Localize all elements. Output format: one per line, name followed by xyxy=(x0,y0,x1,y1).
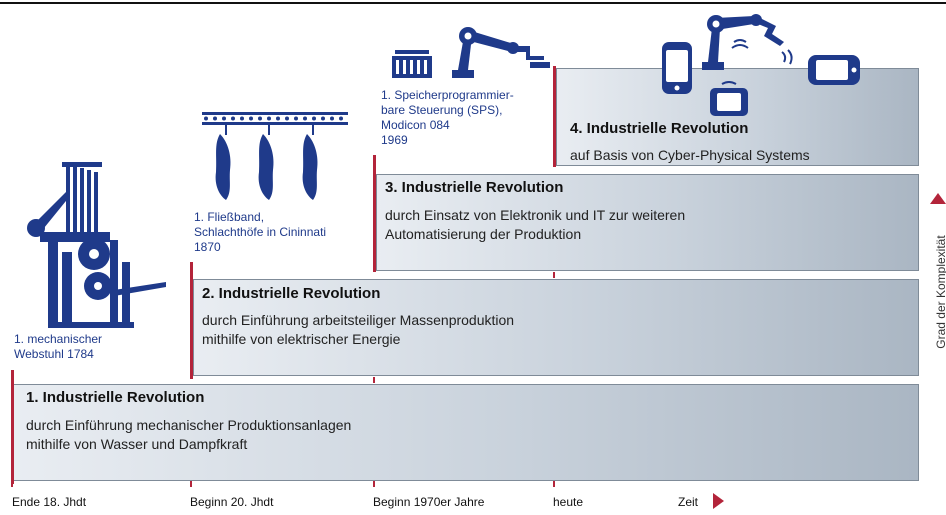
marker-line-2 xyxy=(190,262,193,379)
stage-2-box xyxy=(193,279,919,376)
caption-webstuhl-line2: Webstuhl 1784 xyxy=(14,347,94,361)
caption-sps-line1: 1. Speicherprogrammier- xyxy=(381,88,514,102)
tick-4 xyxy=(553,481,555,487)
stage-4-desc: auf Basis von Cyber-Physical Systems xyxy=(570,147,810,163)
stage-1-box xyxy=(13,384,919,481)
stage-3-title: 3. Industrielle Revolution xyxy=(385,179,564,196)
tick-3 xyxy=(373,481,375,487)
tick-3b xyxy=(553,272,555,278)
caption-sps-line4: 1969 xyxy=(381,133,408,147)
conveyor-carcass-icon xyxy=(202,112,348,200)
tick-1 xyxy=(11,481,13,487)
stage-3-desc-line1: durch Einsatz von Elektronik und IT zur … xyxy=(385,207,686,223)
stage-3-box xyxy=(376,174,919,271)
marker-line-3 xyxy=(373,155,376,272)
stage-4-box xyxy=(556,68,919,166)
complexity-axis-label: Grad der Komplexität xyxy=(934,235,946,349)
timeline-label-zeit: Zeit xyxy=(678,495,699,509)
caption-sps-line3: Modicon 084 xyxy=(381,118,450,132)
stage-2-desc-line1: durch Einführung arbeitsteiliger Massenp… xyxy=(202,312,515,328)
stage-1-title: 1. Industrielle Revolution xyxy=(26,389,205,406)
top-rule xyxy=(0,2,946,4)
timeline-label-1: Ende 18. Jhdt xyxy=(12,495,87,509)
caption-webstuhl-line1: 1. mechanischer xyxy=(14,332,103,346)
caption-fliessband: 1. Fließband, Schlachthöfe in Cininnati … xyxy=(194,210,326,255)
marker-line-4 xyxy=(553,66,556,167)
timeline-label-2: Beginn 20. Jhdt xyxy=(190,495,274,509)
caption-webstuhl: 1. mechanischer Webstuhl 1784 xyxy=(14,332,102,362)
tick-2b xyxy=(373,377,375,383)
plc-icon xyxy=(392,50,432,78)
stage-2-title: 2. Industrielle Revolution xyxy=(202,285,381,302)
stage-2-desc-line2: mithilfe von elektrischer Energie xyxy=(202,331,401,347)
loom-icon xyxy=(27,162,166,328)
tablet-icon xyxy=(710,81,748,116)
timeline-label-4: heute xyxy=(553,495,584,509)
display-icon xyxy=(808,55,860,85)
robot-arm-icon xyxy=(452,27,550,78)
complexity-arrow-icon xyxy=(930,193,946,204)
stage-3-desc-line2: Automatisierung der Produktion xyxy=(385,226,582,242)
caption-fliessband-line2: Schlachthöfe in Cininnati xyxy=(194,225,327,239)
robot-arm-4-icon xyxy=(702,14,793,70)
stage-1-desc-line1: durch Einführung mechanischer Produktion… xyxy=(26,417,352,433)
marker-line-1 xyxy=(11,370,14,484)
stage-4-title: 4. Industrielle Revolution xyxy=(570,120,749,137)
time-arrow-icon xyxy=(713,493,724,509)
caption-fliessband-line1: 1. Fließband, xyxy=(194,210,265,224)
smartphone-icon xyxy=(662,42,692,94)
caption-sps-line2: bare Steuerung (SPS), xyxy=(381,103,503,117)
stage-1-desc-line2: mithilfe von Wasser und Dampfkraft xyxy=(26,436,248,452)
timeline-label-3: Beginn 1970er Jahre xyxy=(373,495,485,509)
caption-fliessband-line3: 1870 xyxy=(194,240,221,254)
tick-2 xyxy=(190,481,192,487)
caption-sps: 1. Speicherprogrammier- bare Steuerung (… xyxy=(381,88,514,148)
